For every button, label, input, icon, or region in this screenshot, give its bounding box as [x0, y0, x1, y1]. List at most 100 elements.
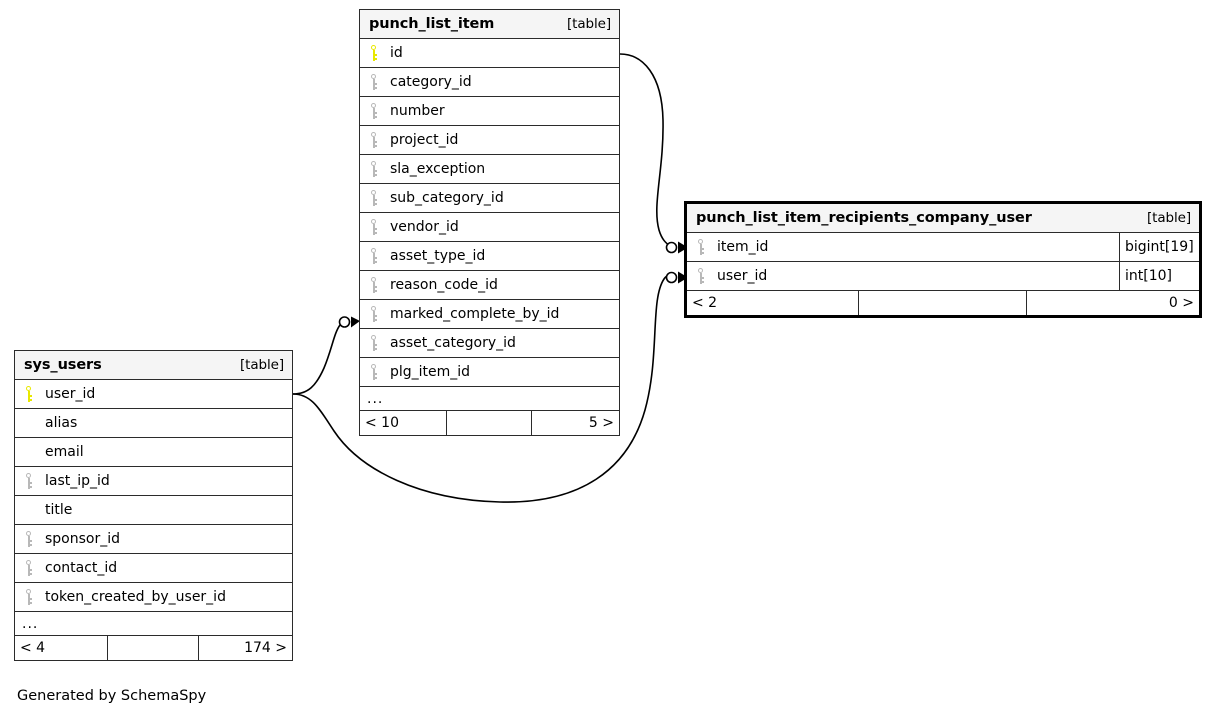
- more-columns-indicator: ...: [15, 612, 292, 636]
- edge-sys-users-to-punch-list-item-marked-complete-by: [292, 316, 360, 395]
- foreign-key-icon: [23, 530, 39, 548]
- column-row-alias[interactable]: alias: [15, 409, 292, 438]
- column-name-cell: token_created_by_user_id: [15, 588, 292, 606]
- column-name-cell: sponsor_id: [15, 530, 292, 548]
- column-label: number: [390, 103, 445, 119]
- column-row-plg-item-id[interactable]: plg_item_id: [360, 358, 619, 387]
- column-row-asset-category-id[interactable]: asset_category_id: [360, 329, 619, 358]
- column-name-cell: category_id: [360, 73, 619, 91]
- table-footer: < 10 5 >: [360, 411, 619, 435]
- column-label: sub_category_id: [390, 190, 504, 206]
- column-row-title[interactable]: title: [15, 496, 292, 525]
- column-row-marked-complete-by-id[interactable]: marked_complete_by_id: [360, 300, 619, 329]
- footer-middle: [859, 291, 1028, 315]
- column-row-email[interactable]: email: [15, 438, 292, 467]
- column-name-cell: number: [360, 102, 619, 120]
- foreign-key-icon: [368, 276, 384, 294]
- footer-middle: [447, 411, 533, 435]
- foreign-key-icon: [23, 559, 39, 577]
- foreign-key-icon: [368, 334, 384, 352]
- foreign-key-icon: [368, 363, 384, 381]
- edge-punch-list-item-to-recipients-item-id: [619, 53, 688, 254]
- footer-incoming-count[interactable]: < 4: [15, 636, 108, 660]
- column-name-cell: contact_id: [15, 559, 292, 577]
- column-label: contact_id: [45, 560, 118, 576]
- column-label: item_id: [717, 239, 769, 255]
- column-name-cell: reason_code_id: [360, 276, 619, 294]
- footer-middle: [108, 636, 200, 660]
- column-row-contact-id[interactable]: contact_id: [15, 554, 292, 583]
- column-row-sla-exception[interactable]: sla_exception: [360, 155, 619, 184]
- column-label: reason_code_id: [390, 277, 498, 293]
- table-punch-list-item-recipients-company-user[interactable]: punch_list_item_recipients_company_user …: [684, 201, 1202, 318]
- foreign-key-icon: [368, 131, 384, 149]
- column-row-category-id[interactable]: category_id: [360, 68, 619, 97]
- column-label: category_id: [390, 74, 472, 90]
- column-row-vendor-id[interactable]: vendor_id: [360, 213, 619, 242]
- table-type-tag: [table]: [566, 16, 611, 32]
- footer-outgoing-count[interactable]: 174 >: [244, 640, 287, 656]
- table-punch-list-item[interactable]: punch_list_item [table] id category_id: [359, 9, 620, 436]
- foreign-key-icon: [368, 218, 384, 236]
- foreign-key-icon: [368, 189, 384, 207]
- foreign-key-icon: [695, 267, 711, 285]
- column-name-cell: email: [15, 443, 292, 461]
- footer-outgoing-count[interactable]: 5 >: [588, 415, 614, 431]
- footer-incoming-count[interactable]: < 10: [360, 411, 447, 435]
- column-label: email: [45, 444, 84, 460]
- footer-incoming-count[interactable]: < 2: [687, 291, 859, 315]
- column-type: bigint[19]: [1119, 233, 1199, 261]
- column-row-item-id[interactable]: item_id bigint[19]: [687, 233, 1199, 262]
- column-name-cell: alias: [15, 414, 292, 432]
- column-row-sub-category-id[interactable]: sub_category_id: [360, 184, 619, 213]
- column-name-cell: sub_category_id: [360, 189, 619, 207]
- column-row-project-id[interactable]: project_id: [360, 126, 619, 155]
- column-row-sponsor-id[interactable]: sponsor_id: [15, 525, 292, 554]
- generated-by-note: Generated by SchemaSpy: [17, 688, 207, 704]
- column-row-number[interactable]: number: [360, 97, 619, 126]
- column-label: marked_complete_by_id: [390, 306, 560, 322]
- foreign-key-icon: [368, 305, 384, 323]
- column-name-cell: title: [15, 501, 292, 519]
- table-sys-users[interactable]: sys_users [table] user_id alias email: [14, 350, 293, 661]
- foreign-key-icon: [23, 472, 39, 490]
- column-row-token-created-by-user-id[interactable]: token_created_by_user_id: [15, 583, 292, 612]
- column-name-cell: vendor_id: [360, 218, 619, 236]
- column-name-cell: last_ip_id: [15, 472, 292, 490]
- column-label: last_ip_id: [45, 473, 110, 489]
- table-footer: < 4 174 >: [15, 636, 292, 660]
- column-row-asset-type-id[interactable]: asset_type_id: [360, 242, 619, 271]
- table-header: sys_users [table]: [15, 351, 292, 380]
- table-header: punch_list_item_recipients_company_user …: [687, 204, 1199, 233]
- edge-endpoint-circle: [338, 316, 351, 328]
- footer-outgoing-count[interactable]: 0 >: [1168, 295, 1194, 311]
- table-type-tag: [table]: [239, 357, 284, 373]
- table-name: punch_list_item_recipients_company_user: [696, 210, 1032, 226]
- no-key-spacer: [23, 443, 39, 461]
- column-row-last-ip-id[interactable]: last_ip_id: [15, 467, 292, 496]
- column-row-reason-code-id[interactable]: reason_code_id: [360, 271, 619, 300]
- foreign-key-icon: [368, 102, 384, 120]
- column-row-id[interactable]: id: [360, 39, 619, 68]
- column-label: project_id: [390, 132, 459, 148]
- column-label: user_id: [717, 268, 768, 284]
- table-header: punch_list_item [table]: [360, 10, 619, 39]
- column-row-user-id[interactable]: user_id int[10]: [687, 262, 1199, 291]
- column-name-cell: plg_item_id: [360, 363, 619, 381]
- foreign-key-icon: [368, 160, 384, 178]
- foreign-key-icon: [695, 238, 711, 256]
- more-columns-indicator: ...: [360, 387, 619, 411]
- no-key-spacer: [23, 414, 39, 432]
- column-row-user-id[interactable]: user_id: [15, 380, 292, 409]
- column-label: asset_type_id: [390, 248, 486, 264]
- column-name-cell: id: [360, 44, 619, 62]
- column-name-cell: asset_type_id: [360, 247, 619, 265]
- column-name-cell: marked_complete_by_id: [360, 305, 619, 323]
- column-label: sponsor_id: [45, 531, 121, 547]
- primary-key-icon: [23, 385, 39, 403]
- column-label: plg_item_id: [390, 364, 471, 380]
- column-name-cell: user_id: [15, 385, 292, 403]
- foreign-key-icon: [368, 73, 384, 91]
- table-name: punch_list_item: [369, 16, 495, 32]
